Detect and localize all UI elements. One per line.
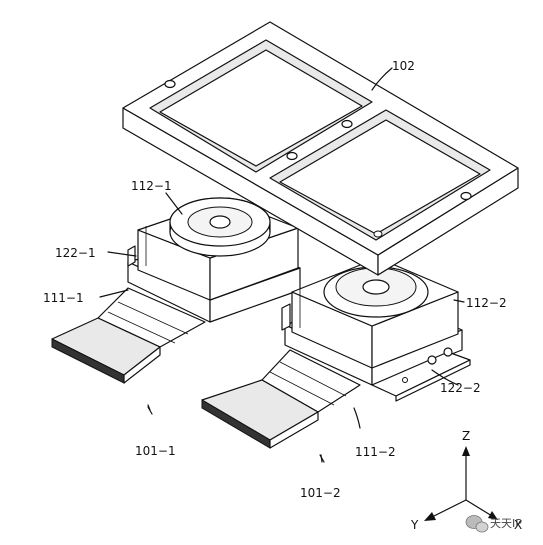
label-101-1: 101−1 — [135, 444, 176, 458]
frame-hole-icon — [460, 191, 472, 201]
axis-label-z: Z — [462, 429, 470, 443]
bracket-122-2 — [371, 347, 471, 402]
axes-indicator: Z Y X — [410, 429, 522, 532]
frame-102 — [122, 21, 519, 276]
frame-hole-icon — [341, 119, 353, 129]
screw-hole-icon — [427, 355, 437, 365]
leader-lines — [99, 67, 465, 463]
flex-cable-111-1 — [51, 287, 206, 384]
frame-hole-icon — [286, 151, 298, 161]
label-112-1: 112−1 — [131, 179, 172, 193]
screw-hole-icon — [443, 347, 453, 357]
frame-hole-icon — [164, 79, 176, 89]
camera-module-101-2 — [201, 257, 471, 449]
wechat-icon — [465, 515, 489, 533]
lens-112-1 — [169, 197, 271, 257]
camera-module-101-1 — [51, 197, 301, 384]
label-101-2: 101−2 — [300, 486, 341, 500]
watermark-text: 天天IP — [490, 517, 522, 530]
label-111-1: 111−1 — [43, 291, 84, 305]
label-112-2: 112−2 — [466, 296, 507, 310]
axis-label-x: X — [514, 518, 522, 532]
flex-cable-111-2 — [201, 349, 361, 449]
y-axis — [429, 499, 467, 519]
connector-122-1 — [127, 245, 136, 267]
label-122-2: 122−2 — [440, 381, 481, 395]
lens-112-2 — [323, 266, 429, 318]
connector-side-2 — [281, 303, 291, 331]
x-axis — [465, 499, 493, 517]
axis-label-y: Y — [410, 518, 419, 532]
label-122-1: 122−1 — [55, 246, 96, 260]
label-102: 102 — [392, 59, 415, 73]
label-111-2: 111−2 — [355, 445, 396, 459]
watermark: 天天IP — [465, 515, 522, 533]
